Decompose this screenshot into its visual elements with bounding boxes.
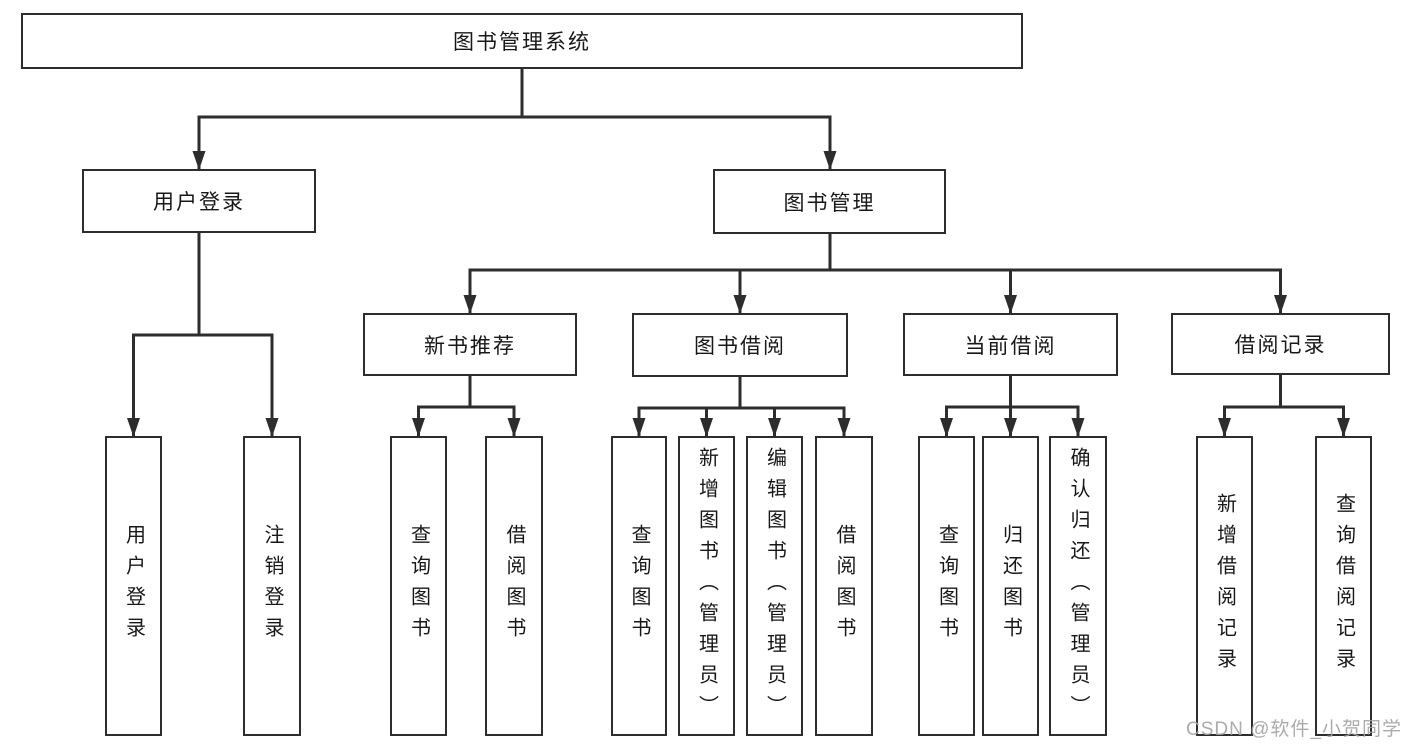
node-leaf-query-books-borrow: 查询图书 xyxy=(611,436,667,736)
node-label: 用户登录 xyxy=(153,191,245,214)
csdn-watermark: CSDN @软件_小贺同学 xyxy=(1186,719,1402,740)
node-label: 确认归还（管理员） xyxy=(1067,446,1089,726)
node-label: 新增借阅记录 xyxy=(1213,493,1236,679)
node-leaf-add-books-admin: 新增图书（管理员） xyxy=(678,436,735,736)
node-new-book-recommend: 新书推荐 xyxy=(363,313,577,376)
node-borrow-records: 借阅记录 xyxy=(1171,313,1390,375)
node-leaf-borrow-books: 借阅图书 xyxy=(815,436,873,736)
node-leaf-add-borrow-record: 新增借阅记录 xyxy=(1196,436,1253,736)
node-label: 图书管理系统 xyxy=(453,31,591,54)
node-label: 图书借阅 xyxy=(694,335,786,358)
node-root: 图书管理系统 xyxy=(21,13,1023,69)
node-label: 查询图书 xyxy=(935,524,958,648)
node-leaf-user-login: 用户登录 xyxy=(105,436,162,736)
node-book-management: 图书管理 xyxy=(713,169,946,234)
node-leaf-edit-books-admin: 编辑图书（管理员） xyxy=(746,436,803,736)
node-label: 查询借阅记录 xyxy=(1332,493,1355,679)
node-label: 图书管理 xyxy=(783,191,876,215)
node-label: 编辑图书（管理员） xyxy=(763,446,786,726)
node-label: 借阅图书 xyxy=(833,524,855,648)
node-label: 注销登录 xyxy=(261,524,283,648)
node-book-borrow: 图书借阅 xyxy=(632,313,848,377)
node-label: 新增图书（管理员） xyxy=(695,446,718,726)
node-label: 新书推荐 xyxy=(424,334,516,358)
node-leaf-logout-login: 注销登录 xyxy=(243,436,301,736)
node-label: 用户登录 xyxy=(122,524,145,648)
node-label: 归还图书 xyxy=(999,524,1022,648)
node-label: 当前借阅 xyxy=(964,334,1057,358)
node-label: 借阅图书 xyxy=(503,524,525,648)
node-leaf-borrow-books-recommend: 借阅图书 xyxy=(485,436,543,736)
node-leaf-return-books: 归还图书 xyxy=(982,436,1039,736)
node-leaf-query-borrow-record: 查询借阅记录 xyxy=(1315,436,1372,736)
node-leaf-query-books-recommend: 查询图书 xyxy=(390,436,447,736)
node-user-login: 用户登录 xyxy=(82,169,316,233)
node-label: 查询图书 xyxy=(407,524,430,648)
node-leaf-query-books-current: 查询图书 xyxy=(918,436,975,736)
node-leaf-confirm-return-admin: 确认归还（管理员） xyxy=(1049,436,1107,736)
node-label: 借阅记录 xyxy=(1234,334,1327,357)
node-label: 查询图书 xyxy=(628,524,650,648)
node-current-borrow: 当前借阅 xyxy=(903,313,1118,376)
